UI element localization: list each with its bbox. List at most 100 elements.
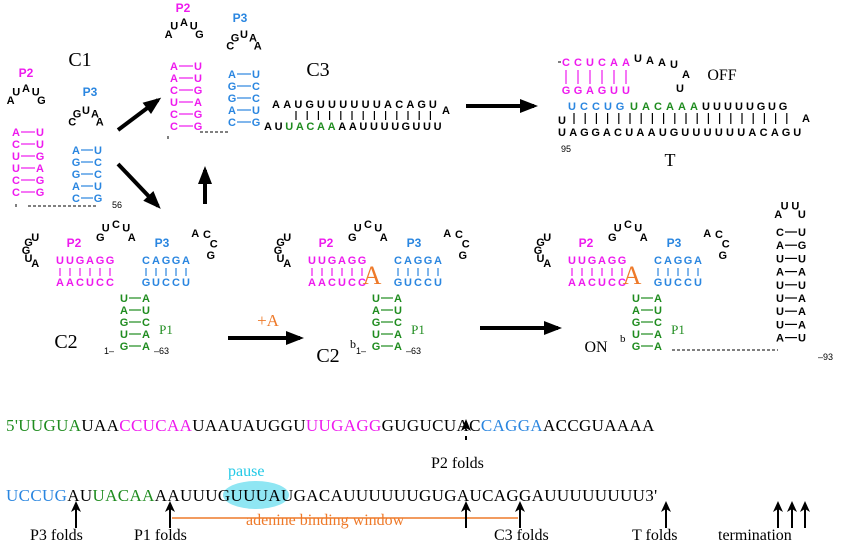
p1-folds-arrow-head: [165, 501, 175, 512]
c2-loop-mid-nt: A: [128, 232, 136, 244]
c3-tail-bottom-nt: G: [402, 121, 411, 133]
c1-p3-loop-nt: G: [73, 108, 82, 120]
off-bottom-green-nt: A: [666, 101, 674, 113]
off-top-tail-nt: A: [646, 55, 654, 67]
c3-tail-top-nt: A: [283, 99, 291, 111]
on-hairpin-left-nt: A: [776, 267, 784, 279]
on-p1-right-nt: A: [654, 329, 662, 341]
c1-p3-loop-nt: C: [68, 117, 76, 129]
c3-tail-bottom-nt: A: [264, 121, 272, 133]
sequence-segment: GUGUCUAC: [381, 416, 481, 435]
on-hairpin-right-nt: U: [798, 280, 806, 292]
on-loop-mid-nt: C: [624, 219, 632, 231]
off-strand-nt: U: [704, 127, 712, 139]
c1-p3-left-nt: G: [72, 157, 81, 169]
off-loop-nt: A: [682, 69, 690, 81]
off-strand-nt: U: [625, 127, 633, 139]
off-top-tail-nt: U: [670, 59, 678, 71]
c3-p2-left-nt: C: [170, 121, 178, 133]
off-strand-nt: U: [558, 115, 566, 127]
on-p3-top-nt: A: [694, 255, 702, 267]
on-p2-label: P2: [579, 236, 594, 250]
c2b-p2-bottom-nt: A: [318, 277, 326, 289]
c2-p1-left-nt: G: [120, 317, 129, 329]
c1-p2-label: P2: [19, 66, 34, 80]
c1-p3-right-nt: C: [94, 169, 102, 181]
on-hairpin-right-nt: A: [798, 293, 806, 305]
off-strand-nt: U: [737, 127, 745, 139]
c2b-end-number: –63: [406, 346, 421, 356]
c3-tail-bottom-nt: U: [412, 121, 420, 133]
c2b-p2-top-nt: U: [308, 255, 316, 267]
c2-end-number: –63: [154, 346, 169, 356]
on-loop-right-nt: A: [703, 228, 711, 240]
on-p3-top-nt: G: [684, 255, 693, 267]
c1-p3-loop-nt: U: [82, 105, 90, 117]
on-p3-bottom-nt: C: [674, 277, 682, 289]
off-top-magenta-nt: A: [622, 57, 630, 69]
on-p3-top-nt: A: [664, 255, 672, 267]
c2b-p3-top-nt: A: [434, 255, 442, 267]
on-hairpin-loop-nt: A: [774, 209, 782, 221]
c2-p2-label: P2: [67, 236, 82, 250]
on-hairpin-left-nt: A: [776, 333, 784, 345]
off-strand-nt: A: [648, 127, 656, 139]
c3-tail-bottom-nt: A: [349, 121, 357, 133]
sequence-segment: 5'UUGUA: [6, 416, 82, 435]
on-p1-left-nt: G: [632, 317, 641, 329]
off-strand-nt: C: [614, 127, 622, 139]
arrow-c2-to-c2b-head: [286, 331, 304, 345]
off-bottom-tail-nt: U: [724, 101, 732, 113]
c1-p3-loop-nt: A: [91, 108, 99, 120]
c2-loop-mid-nt: C: [112, 219, 120, 231]
c2b-p3-bottom-nt: G: [394, 277, 403, 289]
c2-p1-right-nt: A: [142, 329, 150, 341]
c1-p2-right-nt: A: [36, 163, 44, 175]
sequence-segment: UACAA: [92, 486, 155, 505]
c3-tail-bottom-nt: A: [338, 121, 346, 133]
sequence-segment: UCCUG: [6, 486, 68, 505]
c3-tail-top-nt: U: [373, 99, 381, 111]
c3-p3-right-nt: U: [252, 69, 260, 81]
arrow-c2-to-c3-head: [198, 166, 212, 184]
on-p3-bottom-nt: C: [684, 277, 692, 289]
c2-loop-mid-nt: G: [96, 232, 105, 244]
c3-tail-top-nt: A: [272, 99, 280, 111]
c2b-p2-bottom-nt: C: [358, 277, 366, 289]
arrow-c3-to-off-head: [520, 99, 538, 113]
c2b-loop-mid-nt: C: [364, 219, 372, 231]
on-p2-bottom-nt: U: [598, 277, 606, 289]
c2b-p2-bottom-nt: C: [328, 277, 336, 289]
p3-folds-arrow-head: [71, 501, 81, 512]
on-loop-left-nt: A: [543, 258, 551, 270]
c1-p2-right-nt: U: [36, 127, 44, 139]
off-mid-magenta-nt: G: [598, 85, 607, 97]
c3-p3-loop-nt: G: [231, 32, 240, 44]
off-top-magenta-nt: C: [598, 57, 606, 69]
off-bottom-green-nt: A: [690, 101, 698, 113]
off-bottom-tail-nt: G: [757, 101, 766, 113]
on-p3-top-nt: C: [654, 255, 662, 267]
c3-p3-right-nt: U: [252, 105, 260, 117]
on-p1-right-nt: C: [654, 317, 662, 329]
c3-tail-bottom-nt: C: [306, 121, 314, 133]
c3-p2-loop-nt: U: [190, 20, 198, 32]
p2-folds-arrow-head: [461, 501, 471, 512]
c2b-title-sup: b: [350, 337, 356, 351]
c3-tail-bottom-nt: U: [381, 121, 389, 133]
c2-loop-right-nt: G: [206, 250, 215, 262]
c1-p3-right-nt: G: [94, 193, 103, 205]
on-hairpin-loop-nt: U: [781, 200, 789, 212]
c2b-loop-right-nt: C: [462, 239, 470, 251]
on-p1-left-nt: G: [632, 341, 641, 353]
on-loop-mid-nt: U: [634, 223, 642, 235]
c1-p3-left-nt: A: [72, 181, 80, 193]
on-loop-left-nt: U: [543, 232, 551, 244]
c2b-start-number: 1–: [356, 346, 366, 356]
on-end-number: –93: [818, 352, 833, 362]
off-strand-nt: C: [760, 127, 768, 139]
on-ligand: A: [623, 261, 642, 290]
c2-p3-label: P3: [155, 236, 170, 250]
